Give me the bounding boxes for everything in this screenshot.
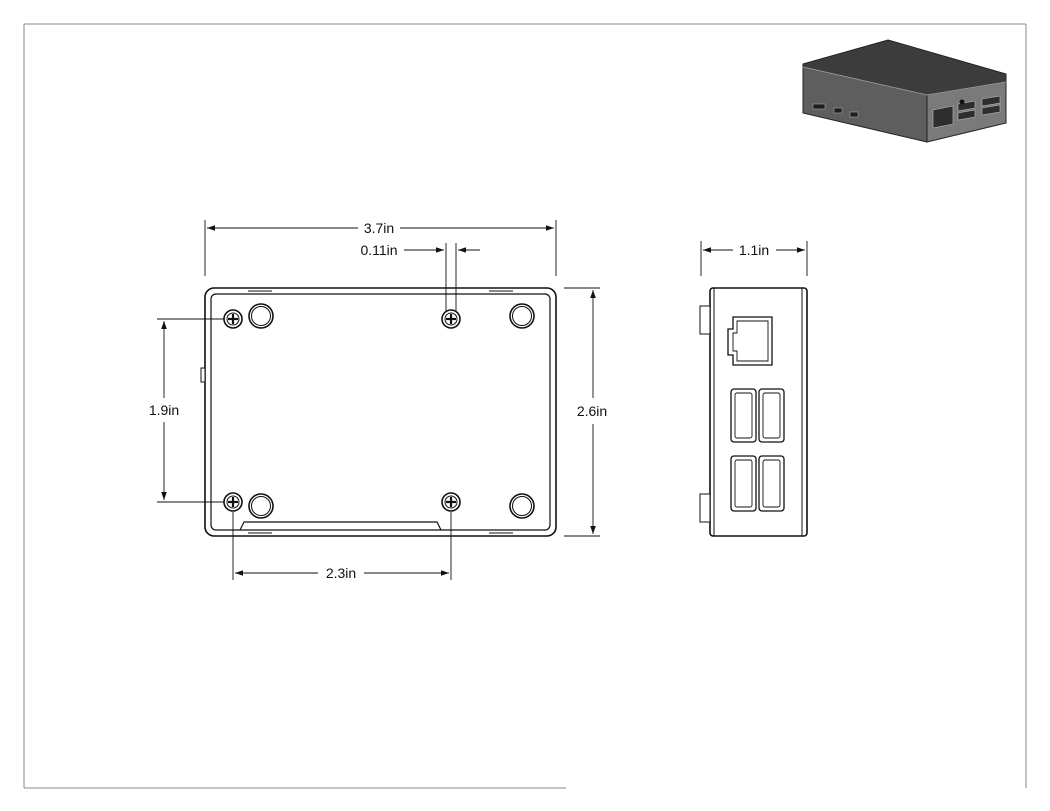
drawing-frame — [23, 23, 1027, 789]
dimension-label-side-depth: 1.1in — [739, 242, 769, 258]
dimension-overall-width — [204, 220, 557, 276]
dimension-hole-spacing-vertical — [157, 318, 224, 503]
dimension-hole-offset — [404, 243, 480, 312]
case-isometric-icon — [802, 39, 1007, 143]
rubber-foot-icon — [248, 493, 274, 519]
dimension-hole-spacing-horizontal — [232, 512, 452, 580]
dimension-label-hole-spacing-vertical: 1.9in — [149, 402, 179, 418]
phillips-screw-icon — [440, 491, 462, 513]
phillips-screw-icon — [222, 308, 244, 330]
rubber-foot-icon — [248, 303, 274, 329]
dimension-overall-height — [564, 287, 600, 537]
phillips-screw-icon — [222, 491, 244, 513]
rubber-foot-icon — [509, 303, 535, 329]
case-side-view — [699, 287, 808, 537]
dimension-label-hole-offset: 0.11in — [360, 242, 397, 258]
phillips-screw-icon — [440, 308, 462, 330]
dimension-label-overall-width: 3.7in — [364, 220, 394, 236]
rubber-foot-icon — [509, 493, 535, 519]
dimension-side-depth — [700, 241, 808, 276]
dimension-label-hole-spacing-horizontal: 2.3in — [326, 565, 356, 581]
dimension-label-overall-height: 2.6in — [577, 403, 607, 419]
case-bottom-view — [200, 287, 557, 537]
